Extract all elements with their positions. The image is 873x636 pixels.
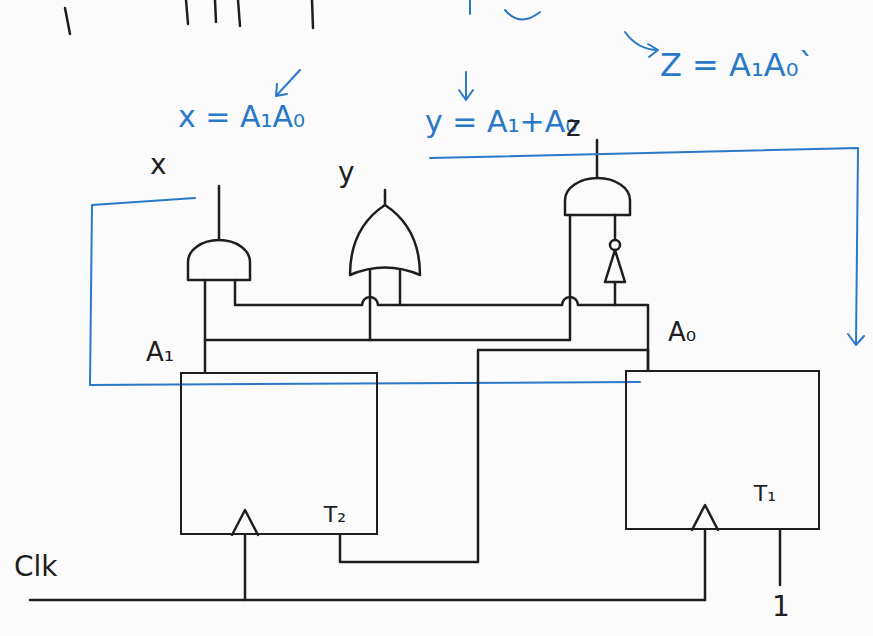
and-gate [188, 240, 250, 280]
flip-flop-box: T₂ [180, 372, 378, 535]
callout-arrow [276, 70, 300, 96]
callout-arrow [459, 72, 473, 100]
scribble-mark [312, 0, 313, 28]
clock-triangle [692, 505, 718, 530]
clock-wire [30, 599, 705, 602]
scribble-mark [238, 0, 240, 26]
not-gate [605, 250, 625, 282]
clock-name: Clk [14, 552, 58, 583]
equation-text: Z = A₁A₀` [660, 48, 815, 83]
signal-name: y [338, 158, 355, 189]
signal-name: z [566, 112, 581, 143]
scribble-mark [215, 0, 216, 22]
a0-bus [235, 280, 648, 370]
inverter-bubble [610, 240, 620, 250]
a1-bus [205, 215, 570, 340]
scribble-mark [470, 0, 540, 20]
grouping-outline [90, 198, 640, 385]
equation-text: x = A₁A₀ [178, 100, 305, 133]
or-gate [350, 205, 420, 275]
equation-text: y = A₁+A₀ [425, 105, 577, 138]
and-gate [565, 178, 630, 215]
input-value: 1 [772, 592, 790, 623]
a1-wire [204, 280, 207, 372]
output-name: A₀ [668, 318, 696, 347]
input-wire [779, 530, 782, 585]
output-wire [384, 190, 387, 196]
clock-wire [244, 535, 247, 600]
wire [614, 215, 617, 240]
output-name: A₁ [146, 338, 174, 367]
clock-triangle [232, 510, 258, 535]
callout-arrow [625, 32, 658, 57]
scribble-mark [186, 0, 188, 24]
feedback-wire [340, 350, 648, 562]
input-name: T₂ [324, 503, 346, 527]
flip-flop-box: T₁ [625, 370, 820, 530]
wire [399, 270, 402, 305]
wire [369, 270, 372, 340]
output-wire [596, 140, 599, 178]
grouping-outline [430, 148, 864, 345]
output-wire [218, 186, 221, 240]
input-name: T₁ [754, 482, 776, 506]
output-wire [384, 196, 387, 205]
scribble-mark [65, 8, 70, 34]
signal-name: x [150, 150, 167, 181]
wire [614, 282, 617, 305]
clock-wire [704, 530, 707, 600]
